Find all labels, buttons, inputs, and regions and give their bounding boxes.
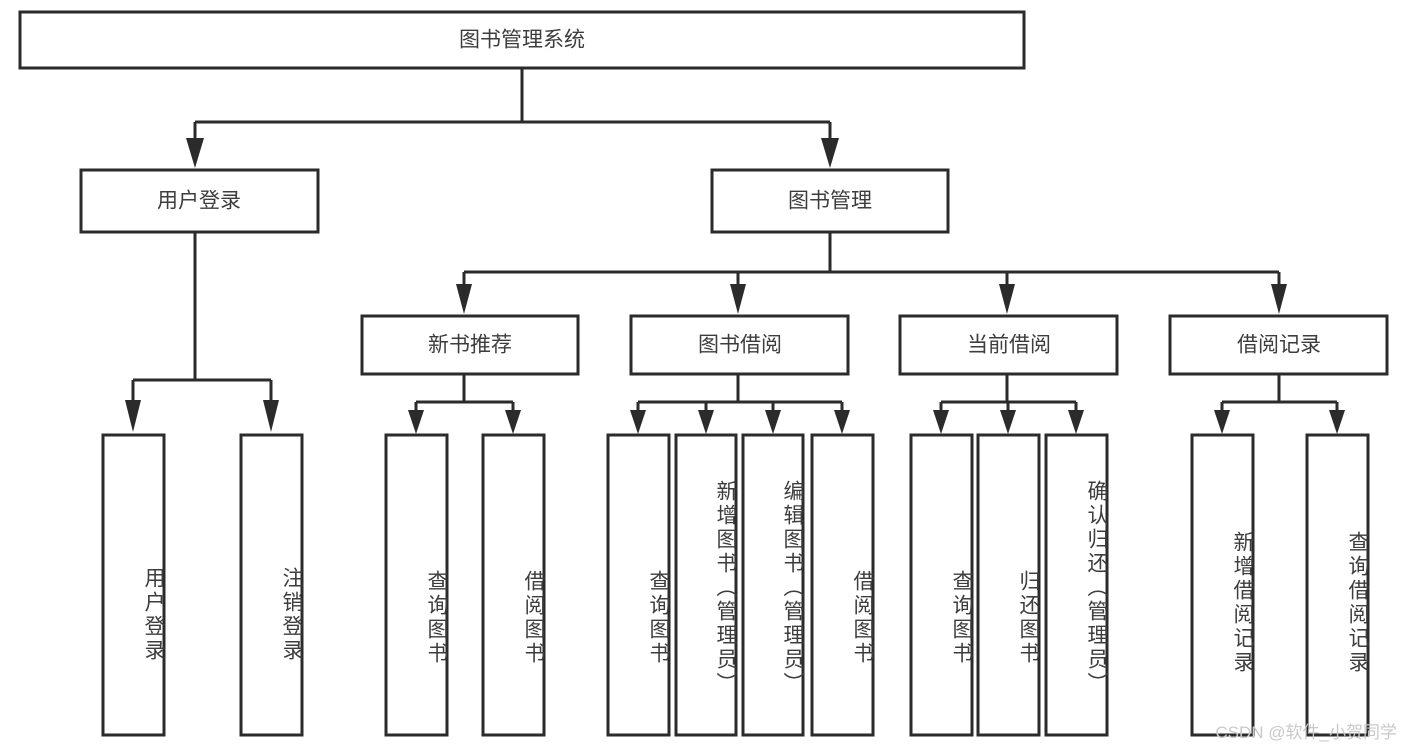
arrow-leaf-return-book: [1000, 410, 1016, 434]
csdn-watermark: CSDN @软件_小贺同学: [1215, 723, 1397, 742]
node-root-label: 图书管理系统: [459, 29, 585, 52]
arrow-leaf-edit-book: [765, 410, 781, 434]
arrow-borrow-record: [1271, 284, 1287, 314]
node-leaf-add-book[interactable]: [674, 433, 738, 737]
arrow-leaf-add-book: [698, 410, 714, 434]
node-leaf-borrow-book-1[interactable]: [481, 433, 546, 737]
arrow-leaf-query-book-2: [630, 410, 646, 434]
node-book-borrow[interactable]: [629, 314, 850, 376]
node-leaf-add-record[interactable]: [1190, 433, 1255, 737]
node-borrow-record-label: 借阅记录: [1237, 334, 1321, 357]
arrow-leaf-confirm-return: [1068, 410, 1084, 434]
node-leaf-query-book-2[interactable]: [606, 433, 671, 737]
node-leaf-query-record[interactable]: [1305, 433, 1370, 737]
node-borrow-record[interactable]: [1168, 314, 1389, 376]
arrow-leaf-query-book-3: [933, 410, 949, 434]
arrow-leaf-user-login: [125, 400, 141, 432]
arrow-book-manage: [821, 138, 839, 168]
node-leaf-confirm-return[interactable]: [1044, 433, 1109, 737]
node-book-borrow-label: 图书借阅: [698, 334, 782, 357]
edge-layer: [125, 68, 1345, 434]
arrow-leaf-borrow-book-1: [505, 410, 521, 434]
arrow-book-borrow: [730, 284, 746, 314]
node-user-login[interactable]: [79, 168, 320, 234]
node-leaf-borrow-book-2[interactable]: [810, 433, 875, 737]
node-new-book-rec-label: 新书推荐: [428, 334, 512, 357]
node-layer: 图书管理系统 用户登录 图书管理 新书推荐 图书借阅 当前借阅 借阅记录: [18, 10, 1389, 737]
arrow-current-borrow: [999, 284, 1015, 314]
node-current-borrow[interactable]: [898, 314, 1119, 376]
node-book-manage[interactable]: [710, 168, 950, 234]
node-leaf-query-book-1[interactable]: [384, 433, 449, 737]
arrow-leaf-query-record: [1329, 410, 1345, 434]
node-leaf-return-book[interactable]: [976, 433, 1041, 737]
node-new-book-rec[interactable]: [360, 314, 580, 376]
arrow-new-book-rec: [456, 284, 472, 314]
arrow-leaf-borrow-book-2: [834, 410, 850, 434]
node-leaf-edit-book[interactable]: [741, 433, 805, 737]
node-book-manage-label: 图书管理: [788, 190, 872, 213]
node-root[interactable]: [18, 10, 1026, 70]
arrow-leaf-logout-login: [263, 400, 279, 432]
arrow-leaf-query-book-1: [408, 410, 424, 434]
node-leaf-logout-login[interactable]: [239, 433, 304, 737]
arrow-user-login: [186, 138, 204, 168]
node-current-borrow-label: 当前借阅: [967, 334, 1051, 357]
node-leaf-query-book-3[interactable]: [909, 433, 974, 737]
node-user-login-label: 用户登录: [157, 190, 241, 213]
arrow-leaf-add-record: [1214, 410, 1230, 434]
node-leaf-user-login[interactable]: [101, 433, 166, 737]
